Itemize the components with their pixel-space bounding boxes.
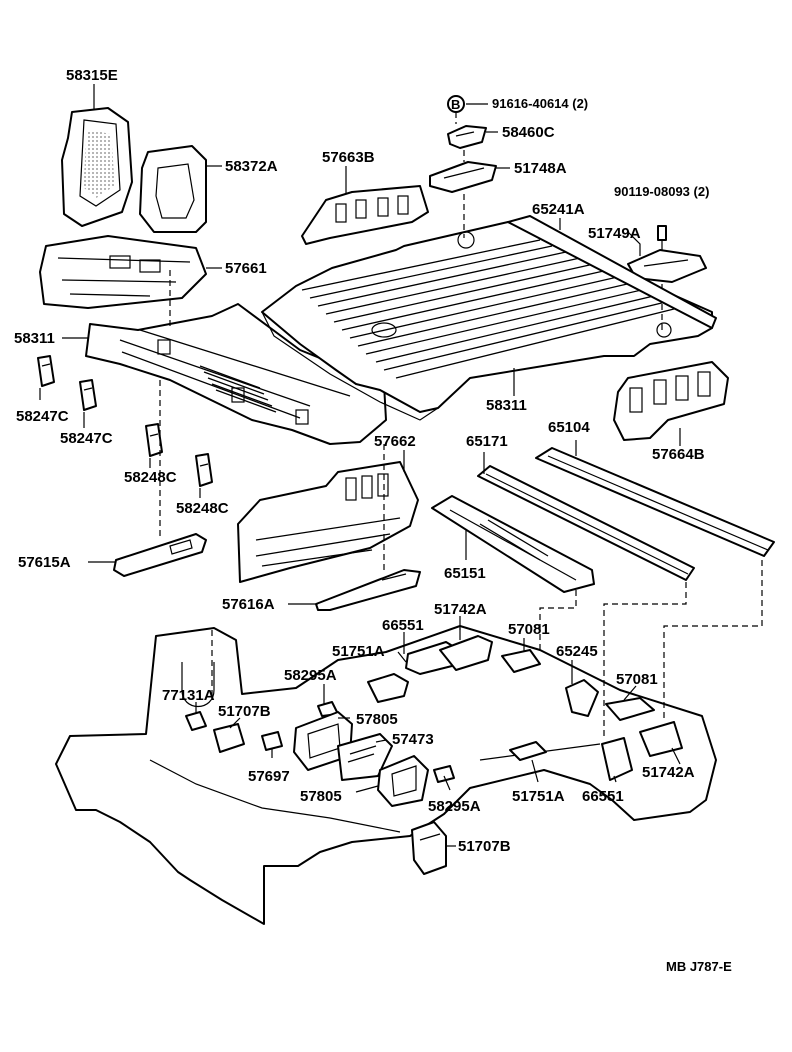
label-57661: 57661 [225,260,267,277]
bracket-57081-right [605,697,655,721]
label-57663B: 57663B [322,149,375,166]
bracket-66551-bottom [601,737,633,781]
label-58295A-top: 58295A [284,667,337,684]
clip-58247C-2 [79,379,97,411]
label-91616-40614: 91616-40614 (2) [492,96,588,111]
reinforcement-57664B [613,361,729,441]
bracket-51707B-top [213,723,245,753]
label-58311-center: 58311 [486,397,527,414]
label-51707B-top: 51707B [218,703,271,720]
drawing-code: MB J787-E [666,959,732,974]
label-58311-left: 58311 [14,330,55,347]
label-66551-top: 66551 [382,617,424,634]
label-57473: 57473 [392,731,434,748]
label-58315E: 58315E [66,67,118,84]
reinforcement-57663B [301,185,429,245]
label-51707B-bottom: 51707B [458,838,511,855]
crossmember-65104 [535,447,775,557]
bolt-91616-40614: B [447,95,465,113]
label-57697: 57697 [248,768,290,785]
bracket-51742A-top [439,628,493,671]
label-66551-bottom: 66551 [582,788,624,805]
label-65245: 65245 [556,643,598,660]
rear-floor-crossmember-58311-left [85,303,387,445]
bracket-57081-top [501,649,541,673]
crossmember-65171 [477,465,695,581]
bracket-57616A [315,569,421,611]
part-labels: 58315E 58372A 57661 58311 58247C 58247C … [14,67,732,974]
bracket-58460C [447,125,487,149]
bracket-77131A [185,711,207,731]
label-57662: 57662 [374,433,416,450]
label-57805-top: 57805 [356,711,398,728]
clip-58248C-2 [195,453,213,487]
label-51742A-top: 51742A [434,601,487,618]
bracket-51707B-bottom [411,821,447,875]
label-58248C-1: 58248C [124,469,177,486]
label-58247C-2: 58247C [60,430,113,447]
bracket-51748A [429,161,497,193]
clip-58248C-1 [145,423,163,457]
screw-90119-08093 [657,225,667,250]
bracket-57473 [337,733,393,781]
label-57081-right: 57081 [616,671,658,688]
crossmember-65151 [431,495,595,593]
label-58460C: 58460C [502,124,555,141]
crossmember-slots [199,365,277,413]
bracket-65245 [565,679,599,717]
leader-lines [39,84,681,847]
label-51742A-bottom: 51742A [642,764,695,781]
mount-57805-bottom [377,755,429,807]
label-65241A: 65241A [532,201,585,218]
wheelhouse-panel-58372A [139,145,207,233]
label-57805-bottom: 57805 [300,788,342,805]
label-57615A: 57615A [18,554,71,571]
label-51748A: 51748A [514,160,567,177]
cargo-rail-65241A [507,215,717,329]
wheelhouse-panel-58315E [61,107,133,227]
floor-side-member-57661 [39,235,207,309]
label-58295A-bottom: 58295A [428,798,481,815]
label-65104: 65104 [548,419,590,436]
svg-text:B: B [451,97,460,112]
label-51751A-bottom: 51751A [512,788,565,805]
floor-side-member-57662 [237,461,419,583]
label-58247C-1: 58247C [16,408,69,425]
label-58248C-2: 58248C [176,500,229,517]
label-58372A: 58372A [225,158,278,175]
assembly-dashed-lines [159,270,763,736]
label-51751A-top: 51751A [332,643,385,660]
label-77131A: 77131A [162,687,215,704]
label-57081-top: 57081 [508,621,550,638]
label-90119-08093: 90119-08093 (2) [614,184,709,199]
bracket-51751A-top [367,673,409,703]
bracket-58295A-bottom [433,765,455,783]
label-65151: 65151 [444,565,486,582]
label-57664B: 57664B [652,446,705,463]
bracket-57615A [113,533,207,577]
bracket-57697 [261,731,283,751]
label-57616A: 57616A [222,596,275,613]
label-65171: 65171 [466,433,508,450]
clip-58247C-1 [37,355,55,387]
bracket-51751A-bottom [509,741,547,761]
label-51749A: 51749A [588,225,641,242]
bracket-51742A-bottom [639,721,683,757]
